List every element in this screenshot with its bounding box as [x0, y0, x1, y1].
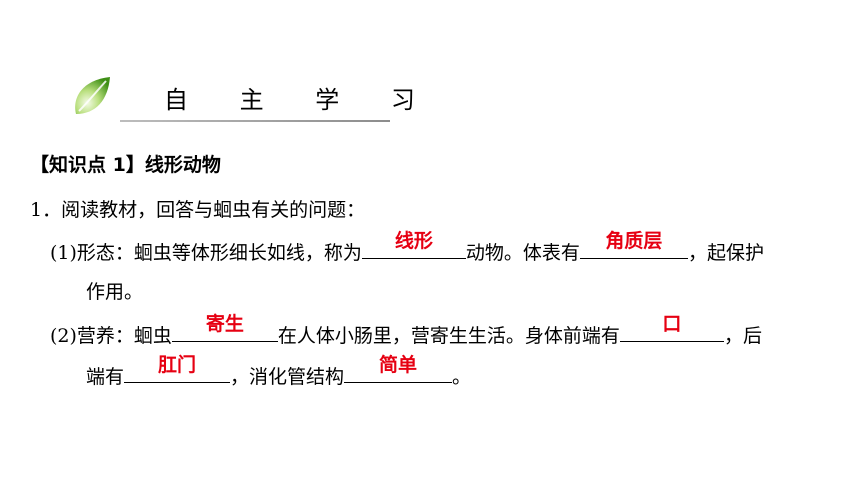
answer-blank-1: 线形	[361, 230, 466, 259]
answer-3: 寄生	[205, 313, 244, 335]
answer-blank-2: 角质层	[579, 230, 688, 259]
header-rule	[120, 120, 390, 122]
part2-line2-start: 端有	[86, 366, 125, 388]
part1-label: (1)形态：蛔虫等体形细长如线，称为	[50, 242, 362, 264]
answer-5: 肛门	[158, 354, 197, 376]
answer-1: 线形	[394, 230, 433, 252]
part2-text-3: ，后	[723, 325, 762, 347]
part1-text-2: 动物。体表有	[465, 242, 580, 264]
answer-6: 简单	[379, 354, 418, 376]
section-title: 【知识点 1】线形动物	[30, 154, 221, 176]
part2-text-5: 。	[452, 366, 472, 388]
answer-blank-5: 肛门	[124, 354, 231, 383]
answer-blank-3: 寄生	[171, 313, 278, 342]
question-stem: 1．阅读教材，回答与蛔虫有关的问题：	[30, 199, 366, 221]
answer-2: 角质层	[605, 230, 663, 252]
question-part2-line1: (2)营养：蛔虫 寄生在人体小肠里，营寄生生活。身体前端有 口 ，后	[50, 313, 762, 348]
part2-text-2: 在人体小肠里，营寄生生活。身体前端有	[277, 325, 620, 347]
answer-blank-6: 简单	[344, 354, 453, 383]
answer-blank-4: 口	[619, 313, 724, 342]
question-part1-line1: (1)形态：蛔虫等体形细长如线，称为 线形动物。体表有 角质层 ，起保护	[50, 230, 764, 265]
answer-4: 口	[662, 313, 682, 335]
part1-text-3: ，起保护	[687, 242, 764, 264]
question-part1-line2: 作用。	[86, 281, 144, 303]
leaf-icon	[75, 77, 110, 114]
part2-label: (2)营养：蛔虫	[50, 325, 172, 347]
part2-text-4: ，消化管结构	[230, 366, 345, 388]
section-header: 自 主 学 习	[70, 72, 415, 124]
header-title: 自 主 学 习	[164, 86, 437, 114]
question-part2-line2: 端有 肛门 ，消化管结构 简单。	[86, 354, 472, 389]
